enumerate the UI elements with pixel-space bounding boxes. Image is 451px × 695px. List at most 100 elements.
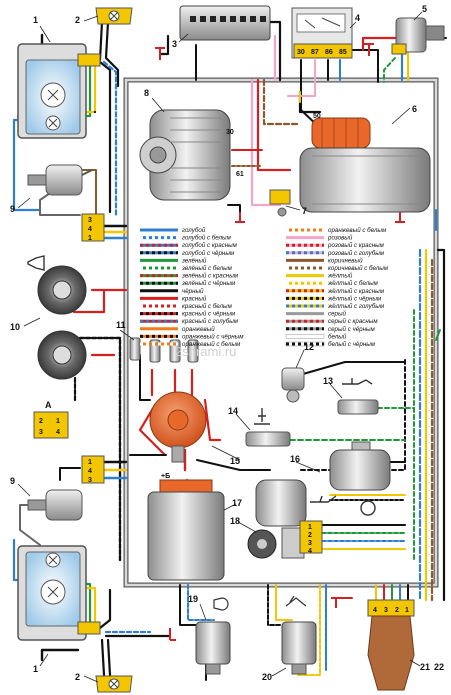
legend-label: красный с голубым [182,318,239,325]
alternator-pin-30: 30 [226,129,234,136]
legend-label: серый с чёрным [328,326,376,333]
callout-8: 8 [144,88,149,98]
pin-label: 3 [384,607,388,614]
horn-10-lower [37,330,87,380]
headlamp-bottom [17,545,101,641]
legend-label: розовый [327,235,353,242]
wiper-pin: 3 [308,540,312,547]
legend-item: красный [140,295,207,302]
pin-label: 4 [56,429,60,436]
leader-lines [17,11,423,683]
legend-label: голубой [182,227,206,234]
legend-item: голубой с красным [140,242,238,249]
legend-item: оранжевый с белым [286,227,387,234]
coil-plus-terminal: +Б [161,473,170,480]
legend-item: серый с чёрным [286,326,376,333]
relay-pin-30: 30 [297,49,305,56]
callout-2-bottom: 2 [75,672,80,682]
legend-label: голубой с чёрным [182,250,235,257]
legend-label: жёлтый с голубым [327,303,385,310]
legend-label: белый с чёрным [328,341,376,348]
callout-11: 11 [116,320,126,330]
legend-item: коричневый [286,257,363,264]
callout-19: 19 [188,594,198,604]
legend-item: голубой [140,227,206,234]
headlamp-corrector-top [27,164,93,196]
callout-9-bottom: 9 [10,476,15,486]
callout-17: 17 [232,498,242,508]
relay-pin-86: 86 [325,49,333,56]
legend-item: красный с белым [140,303,233,310]
headlamp-top [17,43,101,139]
wiper-pin: 2 [308,532,312,539]
legend-item: оранжевый с белым [140,341,241,348]
component-5 [391,17,445,55]
callout-numbers: 1 2 3 4 5 6 7 8 9 10 11 12 13 14 15 16 1… [10,4,444,682]
callout-1-bottom: 1 [33,664,38,674]
connector-bottom-block: 1 4 3 [81,455,105,484]
washer-pump-19 [195,597,231,675]
legend-item: серый с красным [286,318,378,325]
legend-label: зелёный [181,257,207,264]
legend-label: оранжевый [182,326,215,333]
pin-label: 1 [56,418,60,425]
callout-22: 22 [434,662,444,672]
callout-16: 16 [290,454,300,464]
callout-18: 18 [230,516,240,526]
legend-item: оранжевый с чёрным [140,333,244,340]
legend-label: зелёный с чёрным [181,280,236,287]
connector-21-22: 4 3 2 1 [367,599,415,691]
callout-15: 15 [230,456,240,466]
relay-4: 30 87 86 85 [291,7,353,59]
pin-label: 4 [373,607,377,614]
legend-label: жёлтый с белым [327,280,379,287]
callout-21: 21 [420,662,430,672]
legend-item: чёрный [140,288,204,295]
relay-pin-87: 87 [311,49,319,56]
legend-item: красный с чёрным [140,311,236,318]
callout-1: 1 [33,15,38,25]
horn-symbol [27,255,45,271]
callout-20: 20 [262,672,272,682]
legend-item: зелёный с чёрным [140,280,236,287]
legend-label: розовый с красным [327,242,385,249]
wiper-pin: 4 [308,548,312,555]
callout-10: 10 [10,322,20,332]
wiper-motor-18: 1 2 3 4 [247,479,337,559]
wiper-pin: 1 [308,524,312,531]
watermark: 2shrami.ru [175,344,236,359]
pin-label: 3 [88,477,92,484]
legend-item: голубой с чёрным [140,250,235,257]
legend-label: жёлтый [327,273,353,280]
legend-item: розовый с красным [286,242,385,249]
legend-item: оранжевый [140,326,215,333]
callout-3: 3 [172,39,177,49]
alternator-pin-61: 61 [236,171,244,178]
pin-label: 4 [88,226,92,233]
legend-label: красный с белым [182,303,233,310]
legend-item: зелёный с красным [140,273,239,280]
legend-label: красный с чёрным [182,311,236,318]
distributor-15 [149,391,207,463]
legend-item: жёлтый с голубым [286,303,385,310]
legend-label: оранжевый с белым [182,341,241,348]
legend-item: красный с голубым [140,318,239,325]
legend-label: оранжевый с белым [328,227,387,234]
alternator-8: 30 61 [139,109,244,201]
legend-label: зелёный с белым [181,265,233,272]
legend-item: зелёный с белым [140,265,233,272]
sensor-12 [281,367,305,403]
connector-3 [179,5,271,41]
legend-label: серый с красным [328,318,378,325]
legend-item: жёлтый [286,273,353,280]
callout-12: 12 [304,342,314,352]
legend-item: жёлтый с чёрным [286,295,382,302]
legend-item: белый с чёрным [285,341,376,348]
legend-label: жёлтый с красным [327,288,385,295]
legend-item: жёлтый с красным [286,288,385,295]
horn-10-upper [37,265,87,315]
side-marker-bottom [95,675,133,693]
headlamp-corrector-bottom [27,489,83,521]
